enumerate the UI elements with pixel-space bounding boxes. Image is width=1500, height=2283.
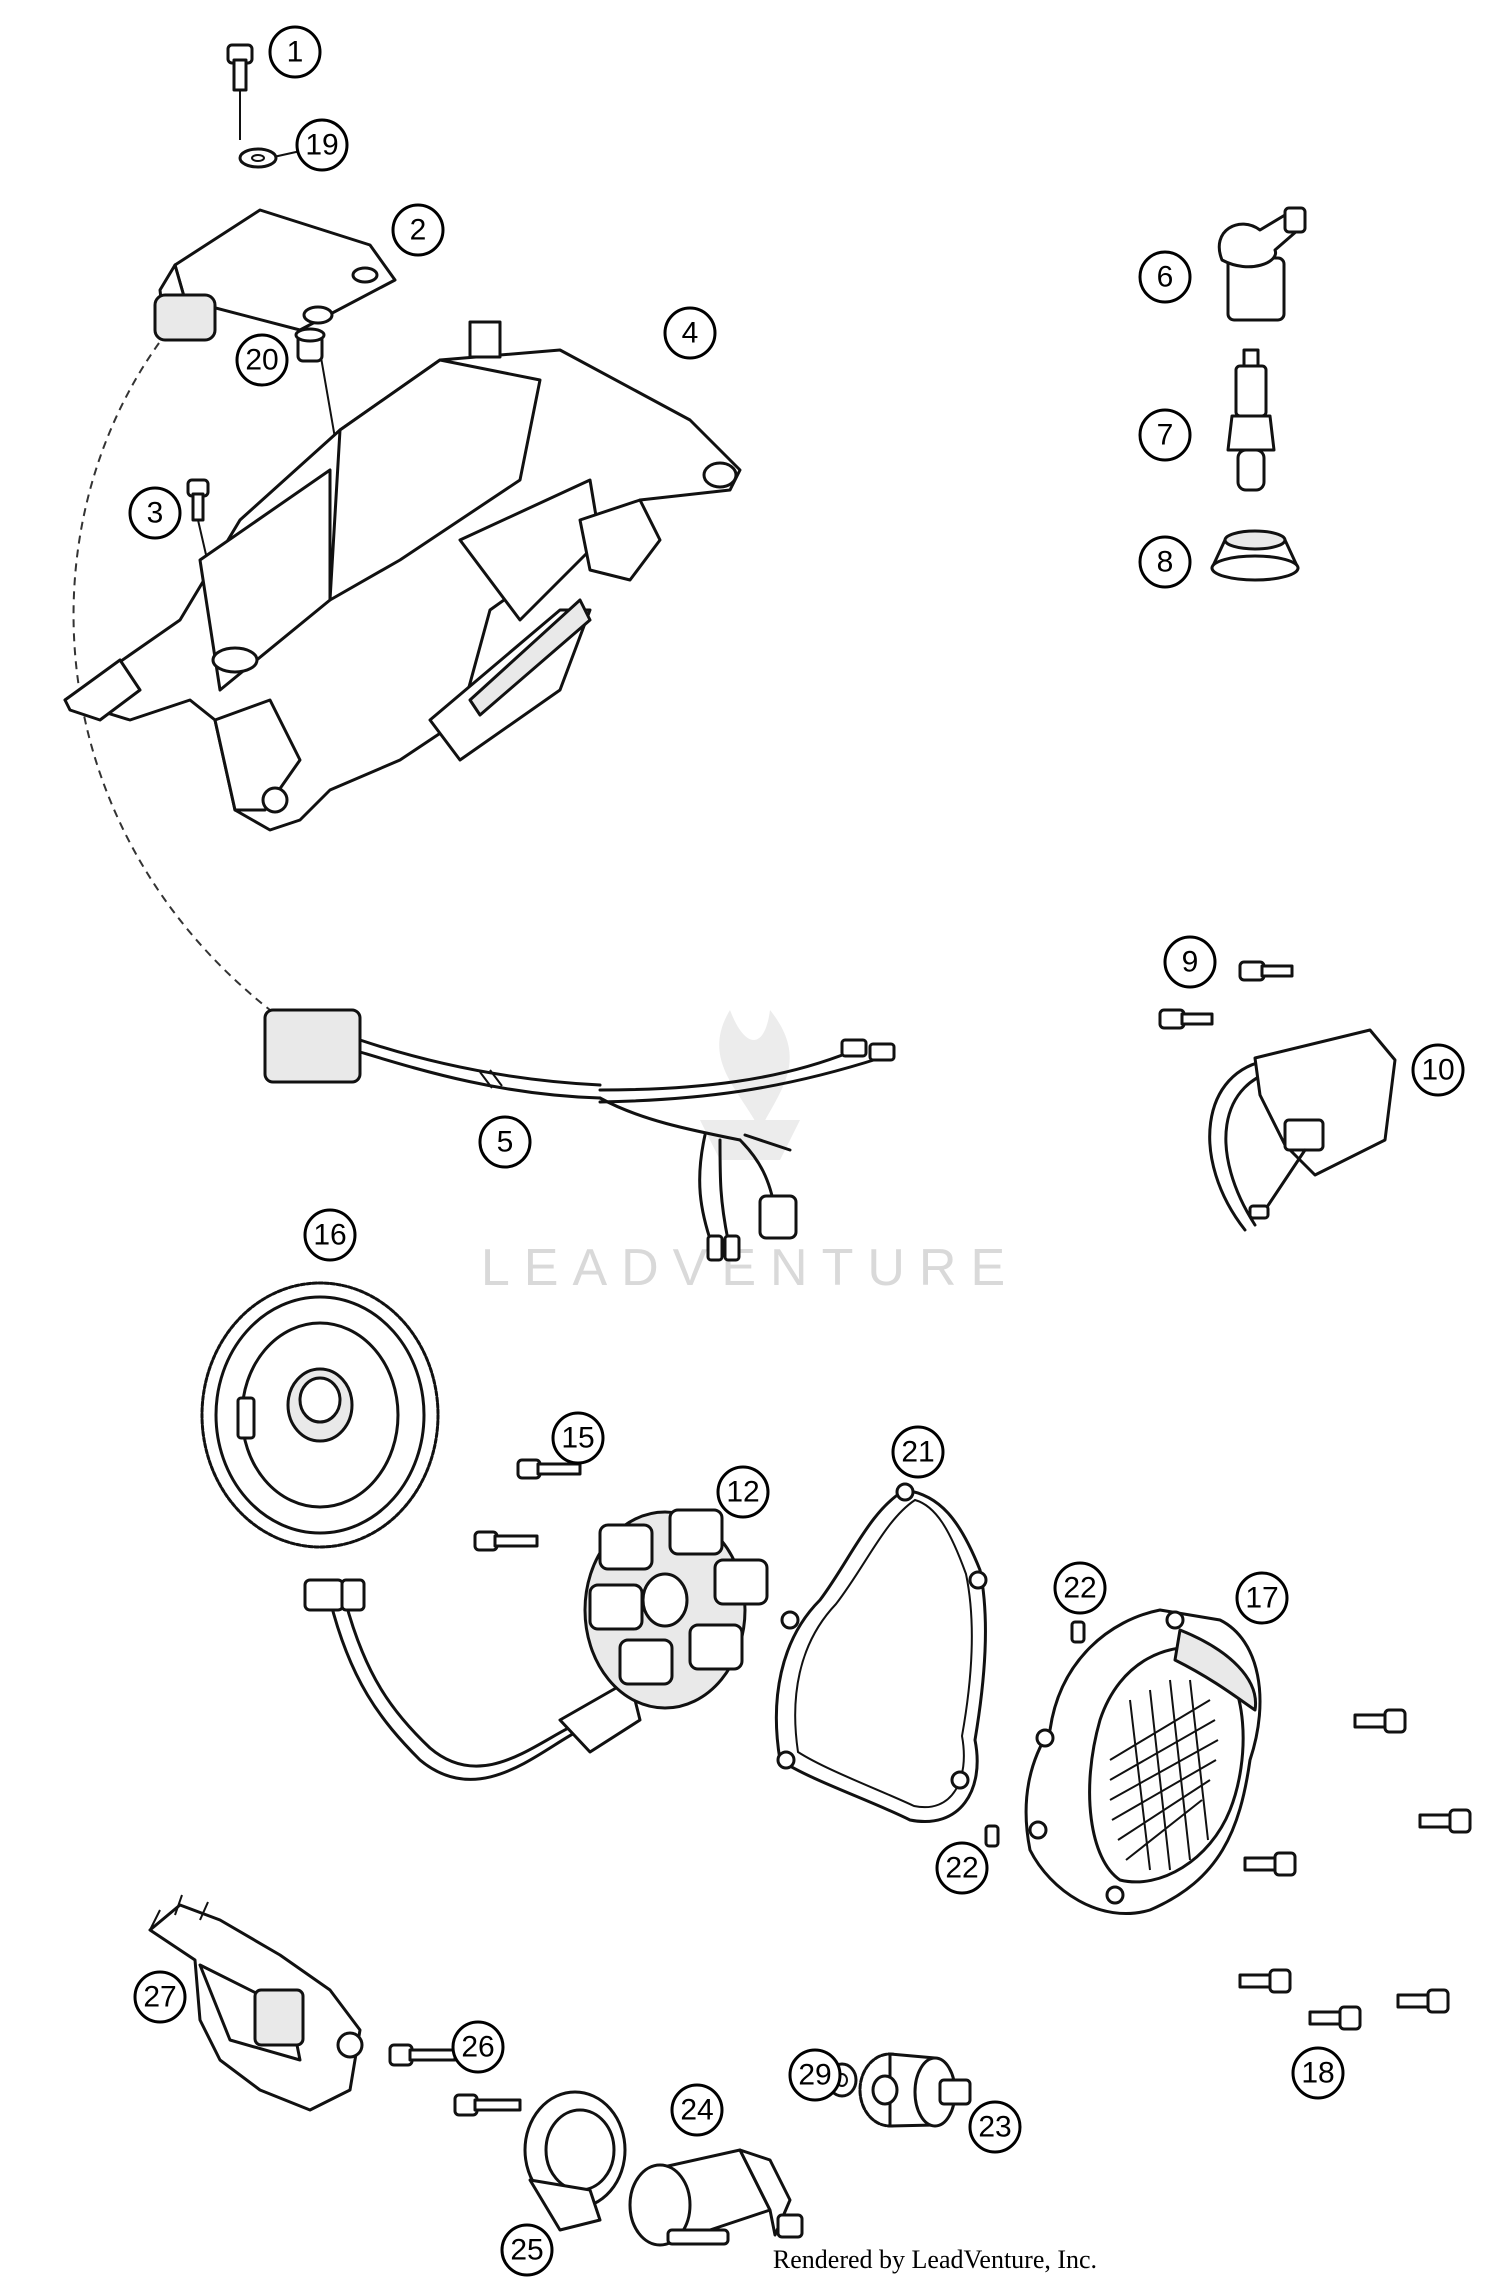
callout-10: 10 (1411, 1043, 1465, 1097)
svg-text:22: 22 (945, 1852, 978, 1885)
ignition-coil-part-10 (1208, 1028, 1397, 1232)
callout-16: 16 (303, 1208, 357, 1262)
callout-bubbles: 1 19 2 20 4 3 6 7 8 9 10 5 16 15 12 21 2… (128, 25, 1465, 2277)
svg-text:22: 22 (1063, 1572, 1096, 1605)
callout-20: 20 (235, 333, 289, 387)
callout-26: 26 (451, 2020, 505, 2074)
svg-text:12: 12 (726, 1476, 759, 1509)
callout-22-top: 22 (1053, 1561, 1107, 1615)
svg-text:26: 26 (461, 2031, 494, 2064)
starter-clamp-part-25 (523, 2090, 627, 2232)
airbox-bracket-part-4 (63, 320, 742, 832)
screws-part-15 (473, 1458, 582, 1552)
svg-text:29: 29 (798, 2059, 831, 2092)
callout-27: 27 (133, 1970, 187, 2024)
svg-text:27: 27 (143, 1981, 176, 2014)
svg-text:19: 19 (305, 129, 338, 162)
screws-part-18 (1238, 1708, 1472, 2031)
svg-text:2: 2 (410, 214, 427, 247)
callout-1: 1 (268, 25, 322, 79)
callout-9: 9 (1163, 935, 1217, 989)
svg-text:21: 21 (901, 1436, 934, 1469)
stator-part-12 (303, 1508, 769, 1781)
svg-text:15: 15 (561, 1422, 594, 1455)
ignition-cover-part-17 (1024, 1608, 1262, 1916)
bolt-part-1 (226, 43, 254, 92)
callout-15: 15 (551, 1411, 605, 1465)
callout-7: 7 (1138, 408, 1192, 462)
callout-21: 21 (891, 1425, 945, 1479)
washer-part-19 (238, 147, 278, 169)
callout-3: 3 (128, 486, 182, 540)
callout-25: 25 (500, 2223, 554, 2277)
ecu-connector-dashed-line (72, 309, 271, 1011)
bushing-part-20 (294, 327, 326, 363)
flywheel-part-16 (200, 1281, 440, 1549)
svg-text:9: 9 (1182, 946, 1199, 979)
spark-plug-part-7 (1226, 348, 1276, 492)
svg-text:10: 10 (1421, 1054, 1454, 1087)
svg-text:1: 1 (287, 36, 304, 69)
ecu-part-2 (153, 208, 397, 342)
callout-23: 23 (968, 2100, 1022, 2154)
callout-8: 8 (1138, 535, 1192, 589)
svg-text:7: 7 (1157, 419, 1174, 452)
gasket-part-21 (774, 1482, 988, 1823)
screw-part-3 (186, 478, 210, 522)
svg-text:4: 4 (682, 317, 699, 350)
dowel-pins-part-22 (984, 1620, 1086, 1848)
callout-12: 12 (716, 1465, 770, 1519)
callout-4: 4 (663, 306, 717, 360)
callout-2: 2 (391, 203, 445, 257)
svg-text:5: 5 (497, 1126, 514, 1159)
svg-text:24: 24 (680, 2094, 713, 2127)
callout-22-bottom: 22 (935, 1841, 989, 1895)
svg-text:6: 6 (1157, 261, 1174, 294)
svg-text:17: 17 (1245, 1582, 1278, 1615)
starter-motor-part-24 (628, 2148, 804, 2247)
watermark-text: LEADVENTURE (481, 1239, 1019, 1297)
spark-plug-cap-part-6 (1217, 206, 1307, 322)
svg-text:18: 18 (1301, 2057, 1334, 2090)
bolts-part-9 (1158, 960, 1294, 1030)
callout-6: 6 (1138, 250, 1192, 304)
svg-text:8: 8 (1157, 546, 1174, 579)
wiring-harness-part-5 (263, 1008, 896, 1262)
svg-text:23: 23 (978, 2111, 1011, 2144)
callout-24: 24 (670, 2083, 724, 2137)
svg-text:25: 25 (510, 2234, 543, 2267)
svg-text:20: 20 (245, 344, 278, 377)
grommet-part-8 (1210, 529, 1300, 582)
starter-relay-part-27 (148, 1894, 364, 2112)
callout-29: 29 (788, 2048, 842, 2102)
callout-18: 18 (1291, 2046, 1345, 2100)
callout-19: 19 (295, 118, 349, 172)
svg-text:3: 3 (147, 497, 164, 530)
render-credit: Rendered by LeadVenture, Inc. (773, 2245, 1097, 2274)
svg-text:16: 16 (313, 1219, 346, 1252)
callout-17: 17 (1235, 1571, 1289, 1625)
callout-5: 5 (478, 1115, 532, 1169)
leadventure-watermark: LEADVENTURE (481, 1010, 1019, 1297)
starter-drive-part-23 (858, 2052, 972, 2128)
